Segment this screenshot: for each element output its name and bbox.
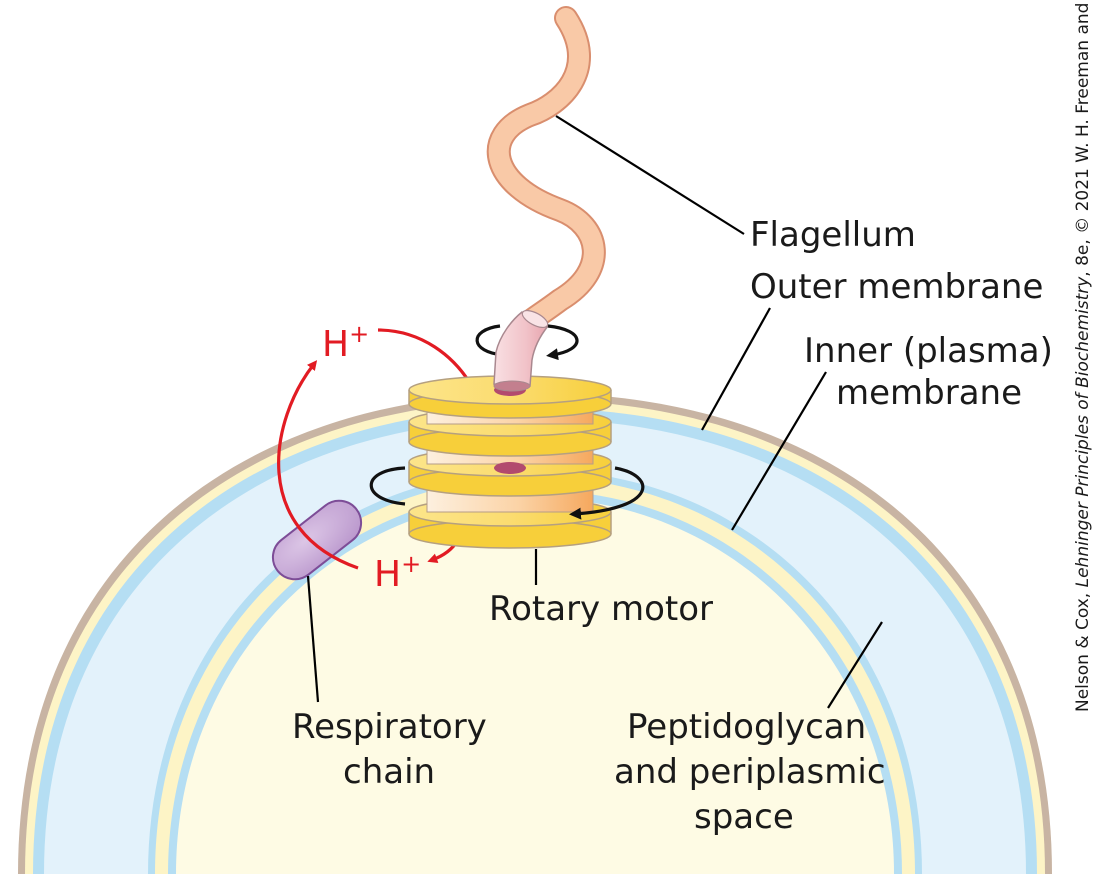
label-flagellum: Flagellum <box>750 215 916 255</box>
motor-rod-segment <box>494 462 526 474</box>
respiratory-chain-shape <box>271 499 363 581</box>
proton-label-bottom: H+ <box>374 550 421 595</box>
label-peptidoglycan-3: space <box>694 797 794 837</box>
hook-rotation-arrow-front <box>546 324 579 361</box>
proton-label-top: H+ <box>322 320 369 365</box>
motor-rotation-arrow <box>369 466 645 514</box>
hook-rotation-arrow-back <box>475 324 504 357</box>
rotary-motor-stack <box>408 375 612 549</box>
label-peptidoglycan-1: Peptidoglycan <box>627 707 866 747</box>
label-respiratory-2: chain <box>343 752 435 792</box>
label-respiratory-1: Respiratory <box>292 707 487 747</box>
motor-disk-1 <box>408 375 612 419</box>
flagellum-filament <box>486 6 606 342</box>
leader-lines <box>306 115 883 709</box>
cytoplasm <box>176 498 894 874</box>
proton-return-arrow <box>277 360 359 570</box>
label-outer-membrane: Outer membrane <box>750 267 1043 307</box>
label-inner-membrane-2: membrane <box>836 373 1022 413</box>
copyright-credit: Nelson & Cox, Lehninger Principles of Bi… <box>1073 0 1093 712</box>
label-peptidoglycan-2: and periplasmic <box>614 752 886 792</box>
label-inner-membrane-1: Inner (plasma) <box>804 331 1053 371</box>
label-rotary-motor: Rotary motor <box>489 589 713 629</box>
